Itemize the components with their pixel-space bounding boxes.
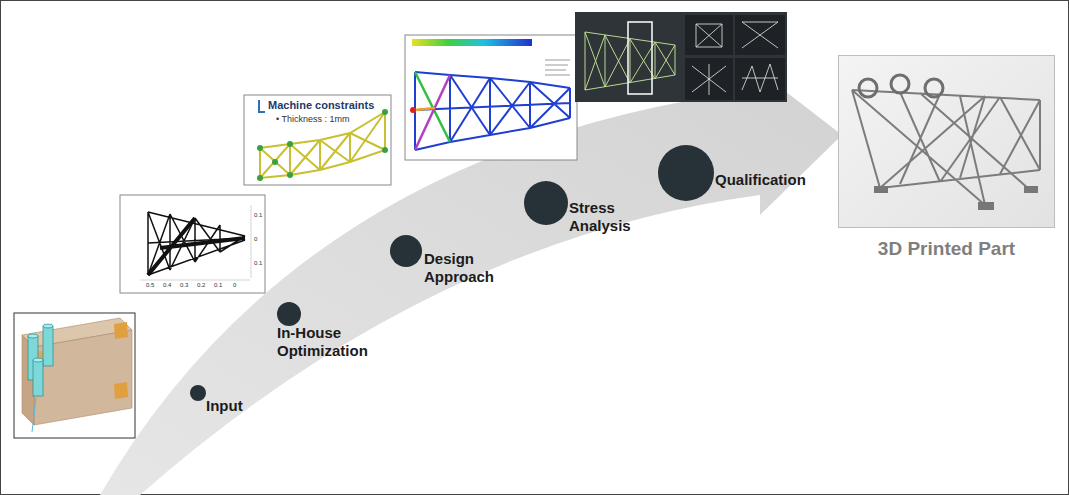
- printed-part-photo: [838, 55, 1055, 228]
- stress-image: [545, 60, 570, 75]
- truss-image: [120, 195, 265, 293]
- image-note: • Thickness : 1mm: [276, 115, 350, 125]
- printed-part-photo: [874, 186, 888, 193]
- stress-image: [415, 108, 435, 110]
- constraints-image: [257, 145, 263, 151]
- input-image: [114, 382, 128, 399]
- input-image: [43, 326, 53, 366]
- printed-part-photo: [859, 79, 877, 97]
- stress-image: [405, 35, 577, 160]
- input-image: [32, 398, 36, 432]
- qualification-image: [685, 58, 733, 100]
- stress-image: [412, 39, 532, 46]
- axis-tick: 0.1: [254, 260, 262, 267]
- input-image: [114, 322, 128, 339]
- axis-tick: 0: [254, 236, 257, 243]
- constraints-image: [257, 175, 263, 181]
- constraints-image: [272, 159, 278, 165]
- qualification-image: [742, 64, 778, 92]
- photo-caption: 3D Printed Part: [839, 238, 1054, 260]
- input-image: [28, 334, 38, 338]
- axis-tick: 0.1: [254, 212, 262, 219]
- printed-part-photo: [891, 75, 909, 93]
- truss-image: [148, 212, 245, 275]
- input-image: [33, 358, 43, 362]
- photo-frame: 3D Printed Part: [838, 55, 1055, 228]
- stress-image: [415, 72, 450, 142]
- constraints-image: [287, 141, 293, 147]
- constraints-image: [259, 100, 265, 112]
- constraints-image: [244, 95, 391, 185]
- truss-image: [251, 205, 252, 278]
- printed-part-photo: [852, 90, 1040, 205]
- truss-image: [148, 218, 245, 275]
- stress-image: [405, 35, 577, 160]
- input-image: [14, 313, 135, 438]
- qualification-image: [692, 64, 726, 95]
- qualification-image: [696, 24, 722, 47]
- constraints-image: [244, 95, 391, 185]
- step-label: Input: [206, 397, 243, 415]
- constraints-image: [382, 147, 388, 153]
- truss-image: [120, 195, 265, 293]
- constraints-image: [382, 109, 388, 115]
- truss-image: [140, 280, 250, 281]
- qualification-image: [628, 22, 652, 94]
- axis-tick: 0.3: [180, 282, 188, 289]
- axis-tick: 0.4: [163, 282, 171, 289]
- step-label: Design Approach: [424, 250, 504, 286]
- constraints-image: [260, 112, 385, 178]
- step-dot: Design Approach: [390, 235, 422, 267]
- stress-image: [415, 75, 450, 150]
- image-note: Machine constraints: [268, 99, 374, 111]
- axis-tick: 0.2: [197, 282, 205, 289]
- constraints-image: [287, 172, 293, 178]
- qualification-image: [685, 15, 733, 55]
- axis-tick: 0.5: [146, 282, 154, 289]
- qualification-image: [585, 32, 675, 90]
- input-image: [33, 360, 43, 396]
- printed-part-photo: [978, 202, 994, 210]
- stress-image: [410, 107, 416, 113]
- printed-part-photo: [1024, 186, 1038, 193]
- printed-part-photo: [838, 55, 1055, 228]
- qualification-image: [742, 22, 778, 48]
- printed-part-photo: [925, 79, 943, 97]
- qualification-image: [735, 15, 785, 55]
- axis-tick: 0.1: [214, 282, 222, 289]
- step-label: Stress Analysis: [569, 199, 641, 235]
- axis-tick: 0: [233, 282, 236, 289]
- step-dot: Qualification: [658, 145, 714, 201]
- step-dot: Input: [190, 385, 206, 401]
- input-image: [14, 313, 135, 438]
- qualification-image: [575, 12, 787, 102]
- step-dot: Stress Analysis: [524, 181, 568, 225]
- step-label: Qualification: [715, 171, 806, 189]
- step-label: In-House Optimization: [277, 324, 382, 360]
- stress-image: [415, 72, 570, 150]
- step-dot: In-House Optimization: [277, 302, 301, 326]
- qualification-image: [735, 58, 785, 100]
- input-image: [43, 324, 53, 328]
- qualification-image: [575, 12, 787, 102]
